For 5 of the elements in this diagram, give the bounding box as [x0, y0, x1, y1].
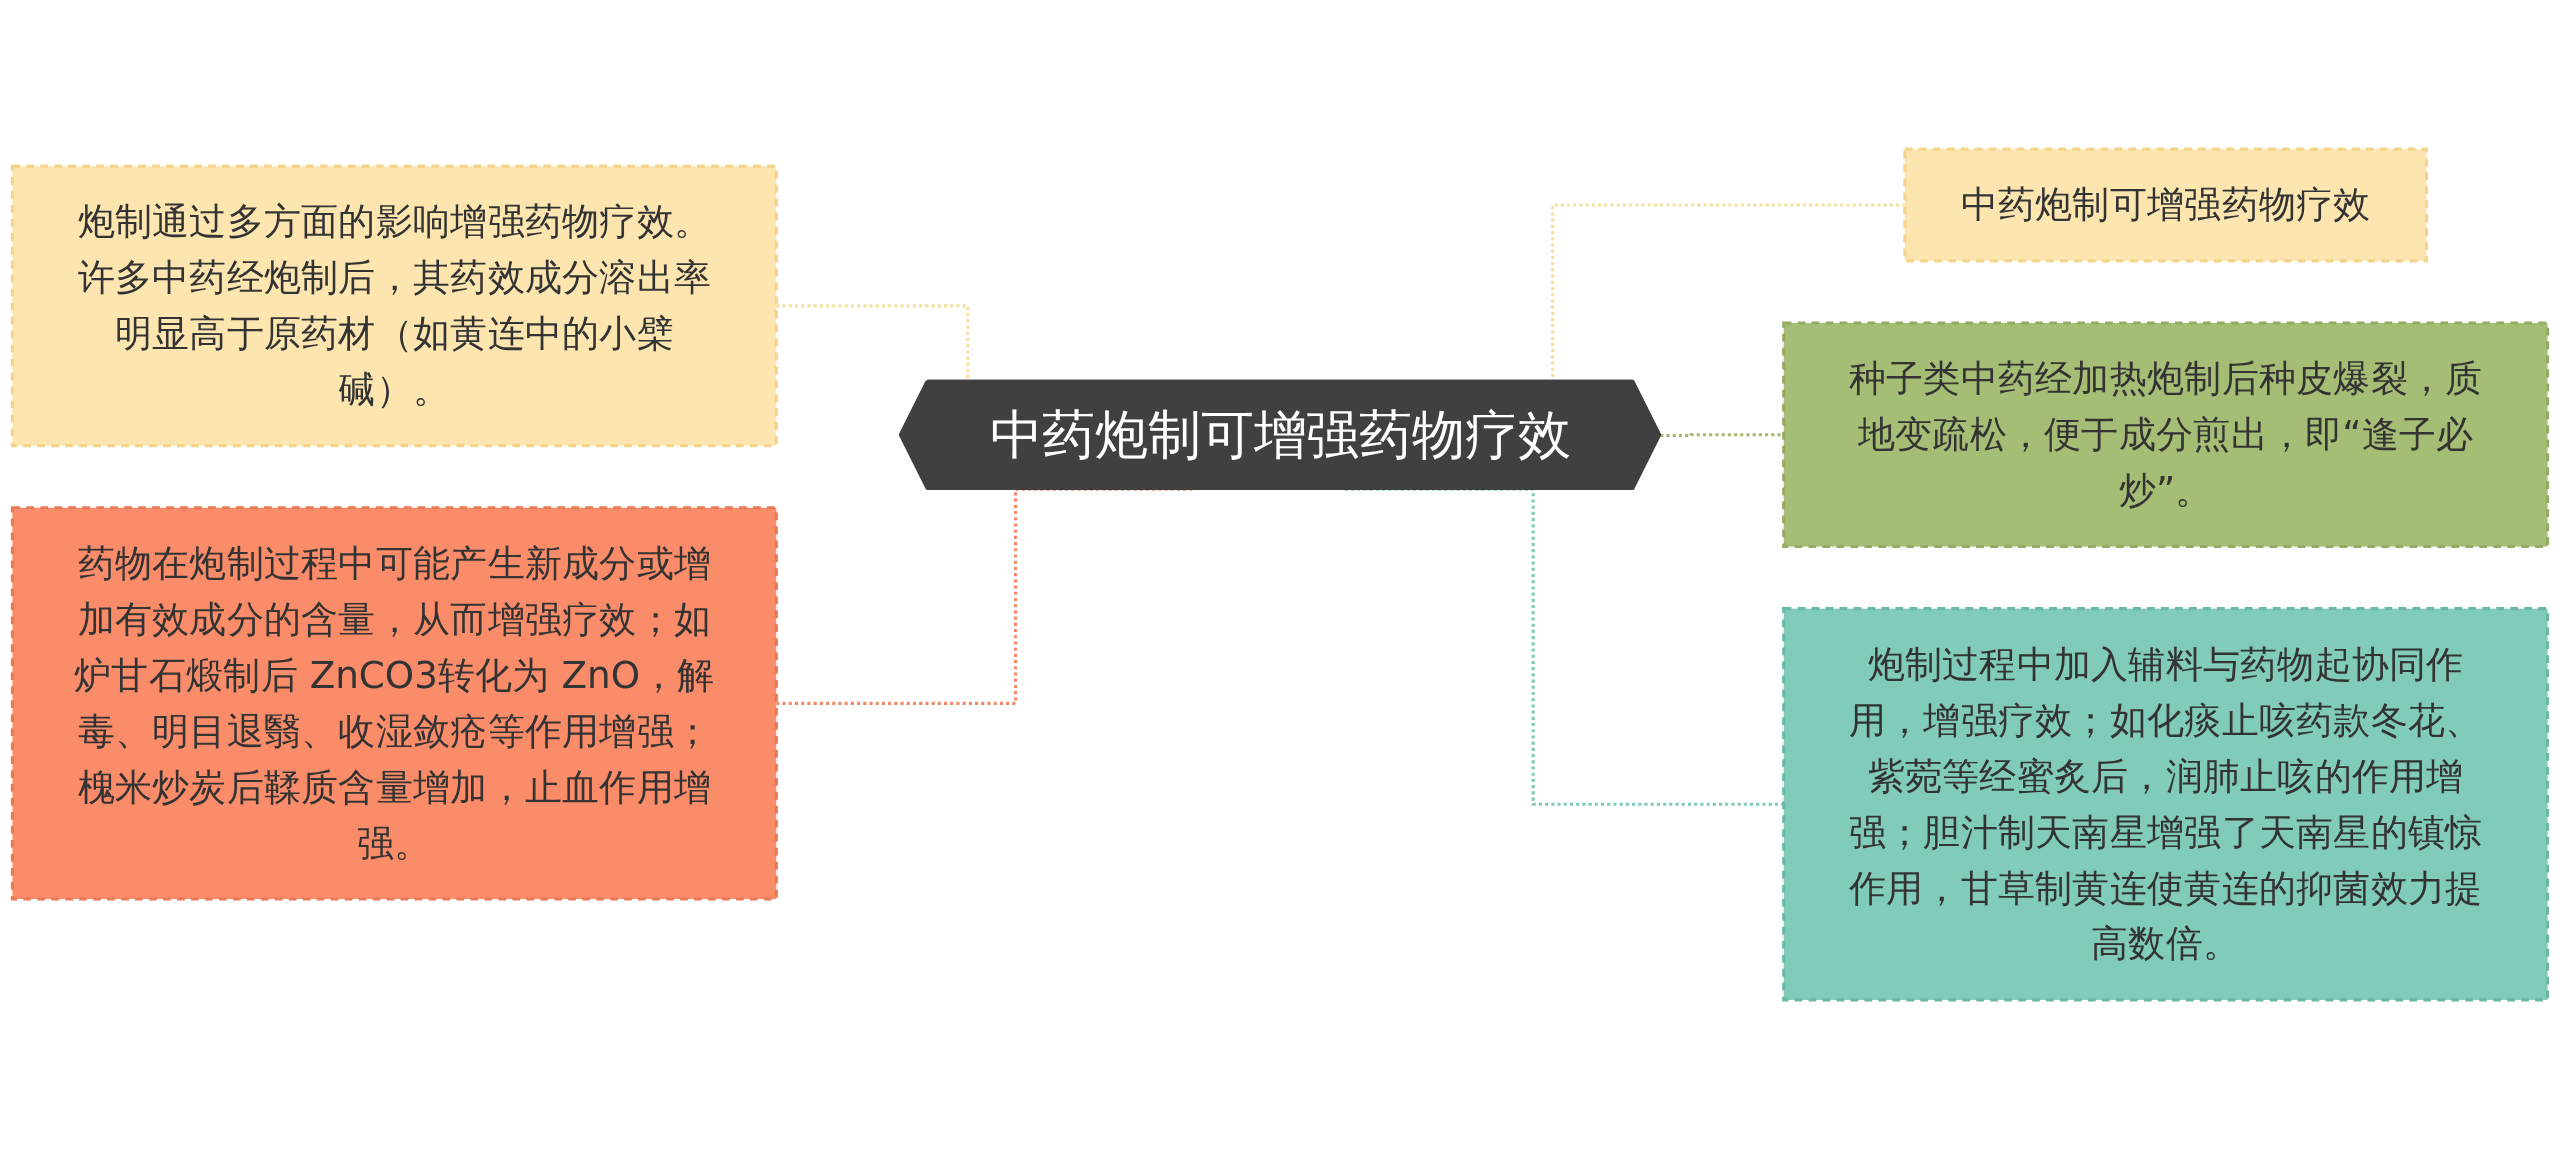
node-box: 种子类中药经加热炮制后种皮爆裂，质地变疏松，便于成分煎出，即“逢子必炒”。 [1782, 321, 2550, 549]
node-box: 中药炮制可增强药物疗效 [1903, 147, 2429, 263]
node-box: 药物在炮制过程中可能产生新成分或增加有效成分的含量，从而增强疗效；如炉甘石煅制后 ZnCO3转化为 ZnO，解毒、明目退翳、收湿敛疮等作用增强；槐米炒炭后鞣质含量增加，止血作用增强。 [10, 506, 778, 901]
node-box: 炮制通过多方面的影响增强药物疗效。许多中药经炮制后，其药效成分溶出率明显高于原药材（如黄连中的小檗碱）。 [10, 164, 778, 448]
node-box: 炮制过程中加入辅料与药物起协同作用，增强疗效；如化痰止咳药款冬花、紫菀等经蜜炙后，润肺止咳的作用增强；胆汁制天南星增强了天南星的镇惊作用，甘草制黄连使黄连的抑菌效力提高数倍。 [1782, 607, 2550, 1002]
